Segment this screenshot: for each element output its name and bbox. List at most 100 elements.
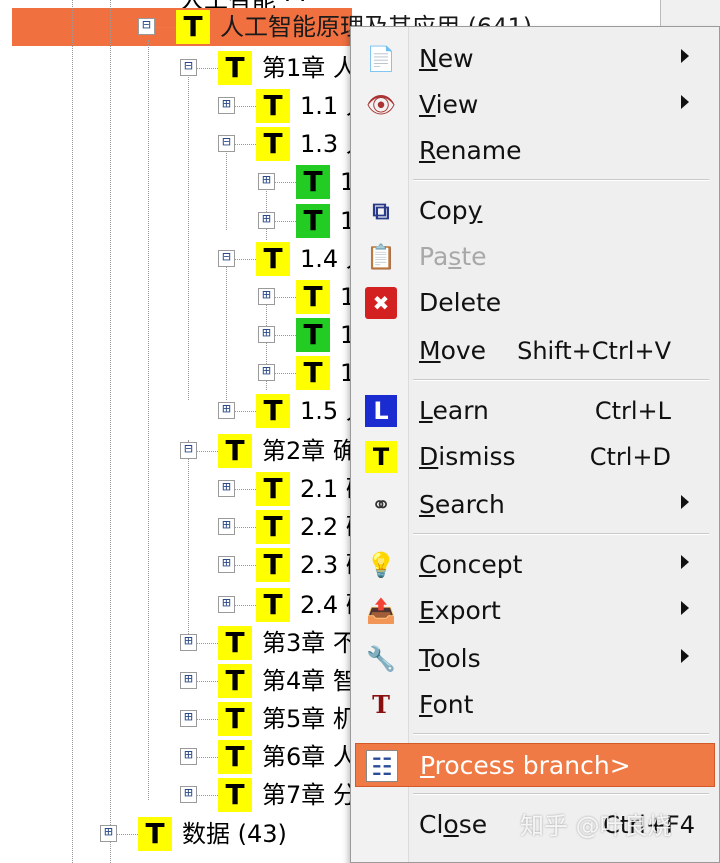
menu-item-export[interactable]: 📤Export: [355, 589, 715, 633]
menu-separator: [413, 793, 709, 795]
expand-icon[interactable]: ⊞: [100, 825, 117, 842]
topic-icon: T: [256, 510, 290, 544]
menu-item-copy[interactable]: ⧉Copy: [355, 189, 715, 233]
expand-icon[interactable]: ⊞: [218, 97, 235, 114]
access-key: C: [419, 550, 437, 579]
topic-icon: T: [256, 394, 290, 428]
access-key: E: [419, 596, 435, 625]
menu-item-label: Paste: [419, 242, 487, 272]
menu-item-rename[interactable]: Rename: [355, 129, 715, 173]
tree-guide-line: [148, 40, 149, 800]
tree-branch-line: [226, 605, 260, 606]
tree-branch-line: [108, 834, 142, 835]
collapse-icon[interactable]: ⊟: [180, 59, 197, 76]
menu-item-view[interactable]: 👁View: [355, 83, 715, 127]
tree-branch-line: [226, 527, 260, 528]
tree-guide-line: [188, 60, 189, 400]
menu-item-label: Export: [419, 596, 501, 626]
access-key: D: [419, 442, 439, 471]
expand-icon[interactable]: ⊞: [218, 518, 235, 535]
menu-item-label: Delete: [419, 288, 501, 318]
tree-node-label: 第4章 智: [262, 667, 357, 695]
submenu-arrow-icon: [681, 601, 689, 615]
menu-item-label: View: [419, 90, 478, 120]
tree-branch-line: [188, 795, 222, 796]
expand-icon[interactable]: ⊞: [218, 480, 235, 497]
menu-item-concept[interactable]: 💡Concept: [355, 543, 715, 587]
label-text: Cl: [419, 810, 444, 839]
access-key: y: [467, 196, 483, 225]
tree-branch-line: [226, 106, 260, 107]
expand-icon[interactable]: ⊞: [258, 173, 275, 190]
expand-icon[interactable]: ⊞: [180, 786, 197, 803]
access-key: T: [419, 644, 431, 673]
expand-icon[interactable]: ⊞: [180, 710, 197, 727]
collapse-icon[interactable]: ⊟: [138, 18, 155, 35]
menu-item-tools[interactable]: 🔧Tools: [355, 637, 715, 681]
label-text: rocess branch>: [434, 751, 631, 780]
expand-icon[interactable]: ⊞: [258, 212, 275, 229]
menu-item-process-branch[interactable]: ☷Process branch>: [355, 743, 715, 787]
access-key: N: [419, 44, 438, 73]
menu-separator: [413, 533, 709, 535]
menu-item-font[interactable]: T Font: [355, 683, 715, 727]
collapse-icon[interactable]: ⊟: [180, 442, 197, 459]
expand-icon[interactable]: ⊞: [218, 402, 235, 419]
menu-item-label: Font: [419, 690, 473, 720]
access-key: L: [419, 396, 433, 425]
topic-icon: T: [296, 204, 330, 238]
tree-branch-line: [188, 719, 222, 720]
menu-item-label: Copy: [419, 196, 482, 226]
menu-item-label: Move: [419, 336, 486, 366]
expand-icon[interactable]: ⊞: [258, 326, 275, 343]
tree-branch-line: [266, 297, 300, 298]
learn-icon: L: [365, 395, 397, 427]
menu-item-delete[interactable]: ✖Delete: [355, 281, 715, 325]
collapse-icon[interactable]: ⊟: [218, 135, 235, 152]
menu-item-new[interactable]: 📄New: [355, 37, 715, 81]
collapse-icon[interactable]: ⊟: [218, 250, 235, 267]
expand-icon[interactable]: ⊞: [180, 634, 197, 651]
label-text: ename: [435, 136, 522, 165]
menu-item-search[interactable]: ⚭Search: [355, 483, 715, 527]
expand-icon[interactable]: ⊞: [258, 288, 275, 305]
menu-item-paste[interactable]: 📋Paste: [355, 235, 715, 279]
tree-branch-line: [226, 259, 260, 260]
label-text: iew: [435, 90, 479, 119]
topic-icon: T: [218, 664, 252, 698]
topic-icon: T: [218, 778, 252, 812]
topic-icon: T: [218, 626, 252, 660]
expand-icon[interactable]: ⊞: [258, 364, 275, 381]
label-text: earn: [432, 396, 489, 425]
tree-branch-line: [188, 757, 222, 758]
tree-branch-line: [226, 489, 260, 490]
topic-icon: T: [296, 165, 330, 199]
access-key: R: [419, 136, 436, 165]
expand-icon[interactable]: ⊞: [218, 596, 235, 613]
tree-node[interactable]: ⊞ T 第4章 智: [0, 662, 720, 700]
font-icon: T: [372, 690, 390, 719]
expand-icon[interactable]: ⊞: [180, 672, 197, 689]
watermark-text: 知乎 @叶良烧: [520, 812, 672, 840]
tree-branch-line: [266, 373, 300, 374]
expand-icon[interactable]: ⊞: [218, 556, 235, 573]
menu-item-label: Search: [419, 490, 505, 520]
menu-item-label: Concept: [419, 550, 522, 580]
expand-icon[interactable]: ⊞: [180, 748, 197, 765]
